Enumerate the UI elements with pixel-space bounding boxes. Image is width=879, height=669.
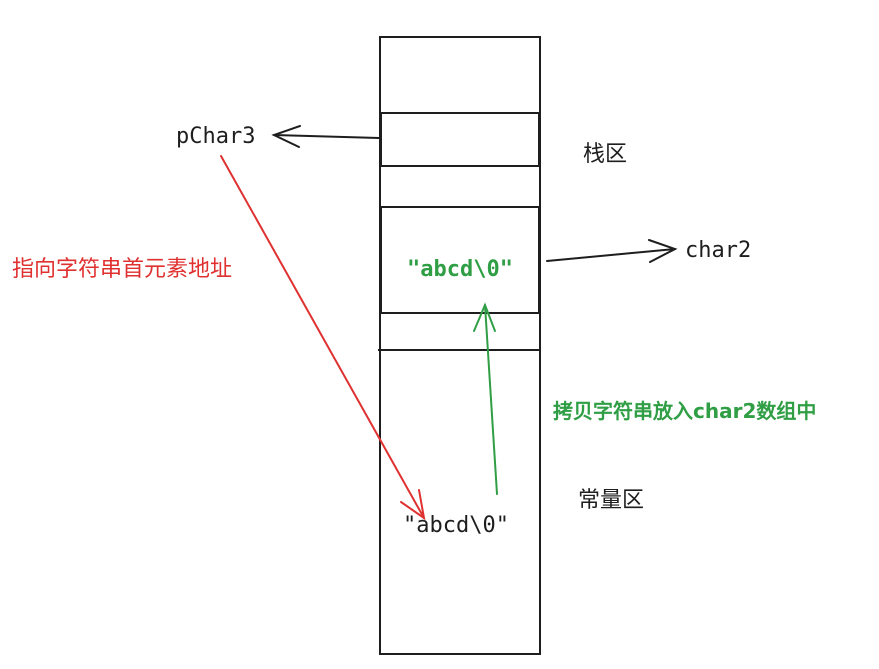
pointer-note: 指向字符串首元素地址: [12, 257, 232, 282]
pchar3-label: pChar3: [176, 124, 255, 149]
pchar3-cell: [380, 112, 540, 167]
stack-string: "abcd\0": [407, 257, 513, 282]
char2-label: char2: [685, 238, 751, 263]
char2-array-cell: [380, 206, 540, 314]
stack-region-label: 栈区: [583, 142, 627, 167]
copy-note: 拷贝字符串放入char2数组中: [553, 399, 816, 423]
copy-arrow: [473, 302, 498, 495]
pchar3-arrow: [271, 125, 380, 148]
pointer-arrow: [220, 155, 426, 521]
const-string: "abcd\0": [403, 513, 509, 538]
const-region-label: 常量区: [578, 488, 644, 513]
memory-column: [379, 36, 541, 655]
char2-arrow: [546, 239, 678, 263]
